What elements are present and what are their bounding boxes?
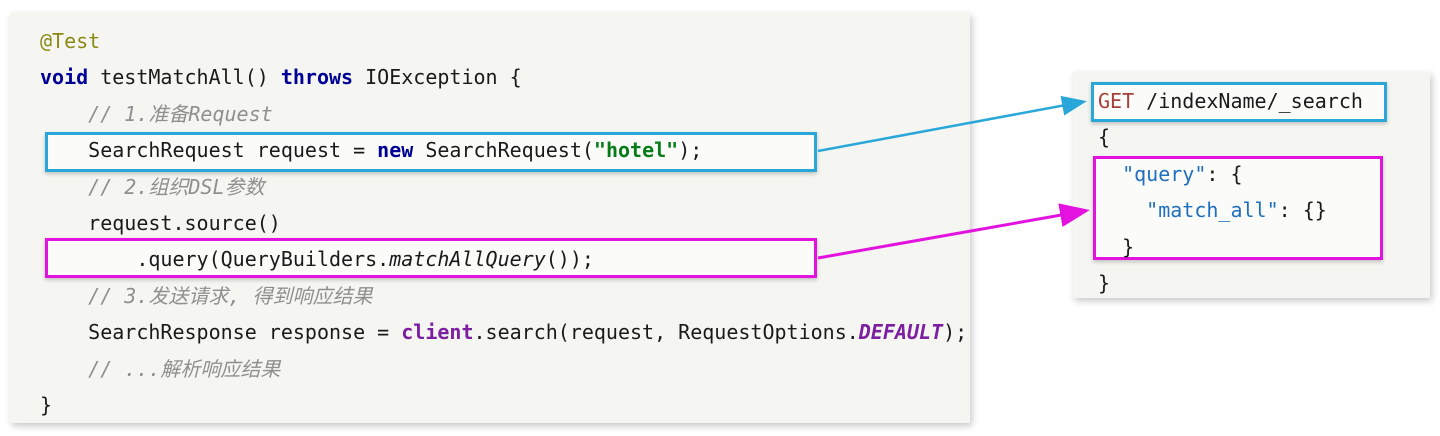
code-token: "match_all" xyxy=(1146,198,1279,223)
searchrequest-highlight-box xyxy=(45,132,817,172)
code-line: // 2.组织DSL参数 xyxy=(40,169,970,205)
code-token: request.source() xyxy=(40,210,281,235)
code-line: GET /indexName/_search xyxy=(1098,83,1430,119)
code-token: // 3.发送请求, 得到响应结果 xyxy=(40,283,373,308)
code-token xyxy=(1098,198,1146,222)
code-line: } xyxy=(40,387,970,423)
dsl-panel: GET /indexName/_search { "query": { "matc… xyxy=(1073,72,1430,298)
code-token: // ...解析响应结果 xyxy=(40,356,281,381)
code-line: request.source() xyxy=(40,205,970,241)
code-line: SearchRequest request = new SearchReques… xyxy=(40,132,970,168)
code-token: } xyxy=(40,392,53,417)
code-token: ); xyxy=(943,320,968,345)
code-line: SearchResponse response = client.search(… xyxy=(40,314,970,350)
code-token: GET xyxy=(1098,89,1135,113)
code-token: testMatchAll() xyxy=(88,65,281,90)
code-token: "hotel" xyxy=(593,138,679,163)
code-token: /indexName/_search xyxy=(1134,89,1363,113)
code-token: : { xyxy=(1206,161,1243,186)
code-token: IOException { xyxy=(353,65,522,90)
code-token: // 2.组织DSL参数 xyxy=(40,174,265,199)
code-line: "match_all": {} xyxy=(1098,192,1430,228)
code-token: "query" xyxy=(1122,161,1207,186)
code-token: throws xyxy=(280,65,354,90)
java-code: @Test void testMatchAll() throws IOExcept… xyxy=(10,13,970,423)
code-line: // ...解析响应结果 xyxy=(40,351,970,387)
code-token: client xyxy=(401,320,474,345)
code-token: { xyxy=(1098,125,1111,150)
code-line: .query(QueryBuilders.matchAllQuery()); xyxy=(40,241,970,277)
code-line: } xyxy=(1098,265,1430,301)
code-token: // 1.准备Request xyxy=(40,101,273,126)
code-token: .search(request, RequestOptions. xyxy=(473,320,859,345)
code-token: new xyxy=(377,138,414,163)
code-token: } xyxy=(1098,234,1135,259)
code-token: : {} xyxy=(1278,198,1327,223)
code-line: { xyxy=(1098,119,1430,155)
code-token: } xyxy=(1098,270,1111,295)
code-token: .query(QueryBuilders. xyxy=(40,247,390,272)
query-dsl-highlight-box xyxy=(1093,156,1383,260)
code-token: void xyxy=(40,65,89,90)
dsl-code: GET /indexName/_search { "query": { "matc… xyxy=(1073,72,1430,298)
code-line: void testMatchAll() throws IOException { xyxy=(40,59,970,95)
code-line: // 1.准备Request xyxy=(40,96,970,132)
code-line: // 3.发送请求, 得到响应结果 xyxy=(40,278,970,314)
code-line: @Test xyxy=(40,23,970,59)
code-token: SearchRequest( xyxy=(413,138,594,163)
code-token: matchAllQuery xyxy=(389,247,546,272)
code-token xyxy=(1098,162,1122,186)
code-token: ); xyxy=(678,138,703,163)
code-token: SearchRequest request = xyxy=(40,138,378,163)
code-token: ()); xyxy=(545,247,594,272)
code-token: DEFAULT xyxy=(858,320,944,345)
code-line: } xyxy=(1098,229,1430,265)
querybuilder-highlight-box xyxy=(45,238,817,278)
code-token: SearchResponse response = xyxy=(40,320,402,345)
code-token: @Test xyxy=(40,29,101,53)
code-line: "query": { xyxy=(1098,156,1430,192)
java-code-panel: @Test void testMatchAll() throws IOExcept… xyxy=(10,13,970,423)
get-request-highlight-box xyxy=(1091,82,1387,122)
